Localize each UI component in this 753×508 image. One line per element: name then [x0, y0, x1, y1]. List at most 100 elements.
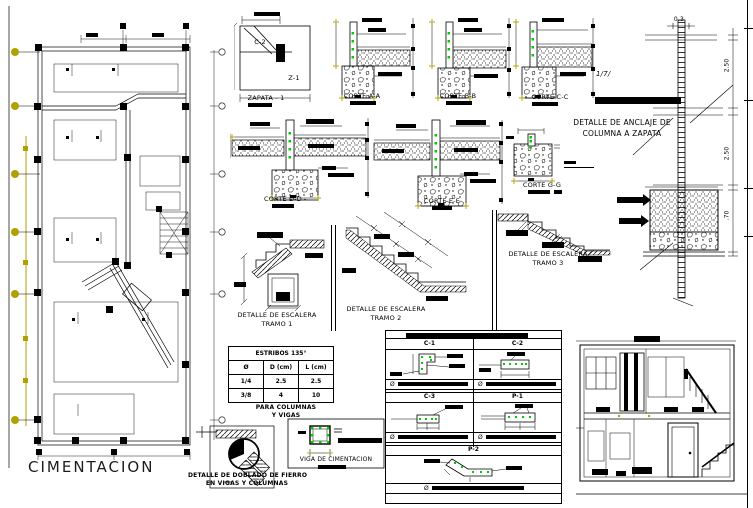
zapata-zone-ref: Z-1 [288, 74, 300, 82]
escalera-tramo2-line2: TRAMO 2 [370, 314, 402, 323]
escalera-tramo2-line1: DETALLE DE ESCALERA [346, 305, 426, 313]
zapata-title: ZAPATA - 1 [247, 94, 285, 102]
corte-b-b-title: CORTE B-B [439, 92, 477, 100]
schedule-cell-p2: P-2 [468, 446, 479, 453]
corte-a-a-title: CORTE A-A [343, 92, 381, 100]
right-dim-line [728, 28, 738, 257]
doblado-drawing [196, 425, 275, 489]
estribos-col-d: D (cm) [263, 360, 299, 375]
corte-c-c-drawing [513, 18, 595, 101]
escalera-tramo3-drawing [497, 213, 611, 262]
estribos-r1c2: 2.5 [263, 374, 299, 389]
zapata-column-ref: C-2 [254, 38, 266, 46]
corte-a-a-drawing [333, 18, 415, 101]
c1-bar-diam: Ø [390, 381, 395, 388]
corte-e-e-title: CORTE E-E [423, 197, 461, 205]
scale-bar [528, 190, 550, 194]
corte-b-b-drawing [429, 18, 511, 101]
scale-bar [554, 190, 562, 194]
corte-c-c-title: CORTE C-C [531, 93, 569, 101]
column-schedule-panel: C-1 C-2 C-3 P-1 P-2 [385, 330, 562, 504]
schedule-cell-c3: C-3 [423, 393, 436, 400]
estribos-r1c3: 2.5 [298, 374, 334, 389]
estribos-r2c2: 4 [263, 388, 299, 403]
anclaje-dim-footing: .70 [723, 210, 731, 221]
p2-scale-bar [432, 486, 524, 490]
building-section-drawing [576, 336, 748, 495]
anclaje-dim-lower: 2.50 [723, 146, 731, 161]
c1-scale-bar [398, 382, 468, 386]
estribos-r2c3: 10 [298, 388, 334, 403]
p1-scale-bar [486, 435, 556, 439]
anclaje-title-line2: COLUMNA A ZAPATA [582, 128, 662, 138]
escalera-tramo2-drawing [342, 212, 467, 301]
anclaje-title-bar [595, 97, 681, 104]
context-wall [492, 210, 497, 330]
corte-g-g-title: CORTE G-G [522, 181, 562, 189]
scale-bar [564, 161, 576, 164]
escalera-tramo3-line1: DETALLE DE ESCALERA [508, 250, 588, 258]
border-tick [744, 188, 753, 189]
anclaje-title-line1: DETALLE DE ANCLAJE DE [573, 118, 671, 127]
c1-section [390, 353, 465, 376]
estribos-col-l: L (cm) [298, 360, 334, 375]
scale-bar [350, 101, 376, 105]
estribos-r1c1: 1/4 [228, 374, 264, 389]
scale-underline [564, 167, 594, 168]
scale-bar [532, 102, 558, 106]
doblado-title: DETALLE DE DOBLADO DE FIERRO EN VIGAS Y … [188, 472, 307, 489]
anclaje-dim-top: 0.3 [673, 16, 685, 23]
c2-scale-bar [486, 382, 556, 386]
sheet-title: CIMENTACION [28, 458, 155, 476]
p1-bar-diam: Ø [478, 434, 483, 441]
corte-g-g-drawing [506, 128, 560, 184]
scale-bar [446, 101, 472, 105]
c3-section [391, 405, 463, 430]
border-tick [744, 236, 753, 237]
anclaje-title: DETALLE DE ANCLAJE DE COLUMNA A ZAPATA [563, 118, 681, 139]
scale-bar [318, 465, 346, 469]
escalera-tramo3-title: DETALLE DE ESCALERA TRAMO 3 [493, 250, 603, 268]
p2-section [424, 458, 522, 482]
anclaje-scale-note: 1/7/ [596, 70, 611, 78]
estribos-note: PARA COLUMNAS Y VIGAS [240, 404, 332, 421]
p1-section [481, 404, 536, 430]
border-tick [744, 28, 753, 29]
context-wall [331, 225, 336, 331]
plan-columns [34, 23, 190, 455]
escalera-tramo1-line2: TRAMO 1 [261, 320, 293, 329]
schedule-cell-p1: P-1 [512, 393, 523, 400]
viga-title: VIGA DE CIMENTACION [299, 456, 373, 463]
anclaje-dim-upper: 2.50 [723, 58, 731, 73]
escalera-tramo3-line2: TRAMO 3 [532, 259, 564, 268]
scale-bar [432, 206, 452, 210]
anclaje-column-drawing [617, 19, 738, 307]
schedule-cell-c1: C-1 [423, 340, 436, 347]
zapata-1-drawing [234, 12, 311, 102]
leader-arrows [617, 194, 651, 227]
scale-bar [248, 103, 272, 107]
grid-bubbles [11, 48, 226, 426]
estribos-r2c1: 3/8 [228, 388, 264, 403]
estribos-title: ESTRIBOS 135° [228, 346, 334, 361]
estribos-table: ESTRIBOS 135° Ø D (cm) L (cm) 1/4 2.5 2.… [228, 346, 334, 403]
corte-d-d-title: CORTE D-D [264, 195, 302, 203]
scale-bar [272, 204, 294, 208]
doblado-line2: EN VIGAS Y COLUMNAS [205, 480, 289, 488]
estribos-note2: Y VIGAS [271, 412, 301, 420]
c2-bar-diam: Ø [478, 381, 483, 388]
c2-section [479, 352, 530, 378]
corte-d-d-drawing [230, 118, 369, 201]
p2-bar-diam: Ø [424, 485, 429, 492]
c3-scale-bar [398, 435, 468, 439]
escalera-tramo1-line1: DETALLE DE ESCALERA [237, 311, 317, 319]
sheet-border-right [747, 0, 748, 508]
border-tick [744, 100, 753, 101]
foundation-plan-drawing [8, 6, 226, 468]
c3-bar-diam: Ø [390, 434, 395, 441]
escalera-tramo1-drawing [234, 232, 325, 312]
estribos-col-diam: Ø [228, 360, 264, 375]
estribos-note1: PARA COLUMNAS [255, 404, 317, 411]
escalera-tramo1-title: DETALLE DE ESCALERA TRAMO 1 [234, 311, 320, 329]
